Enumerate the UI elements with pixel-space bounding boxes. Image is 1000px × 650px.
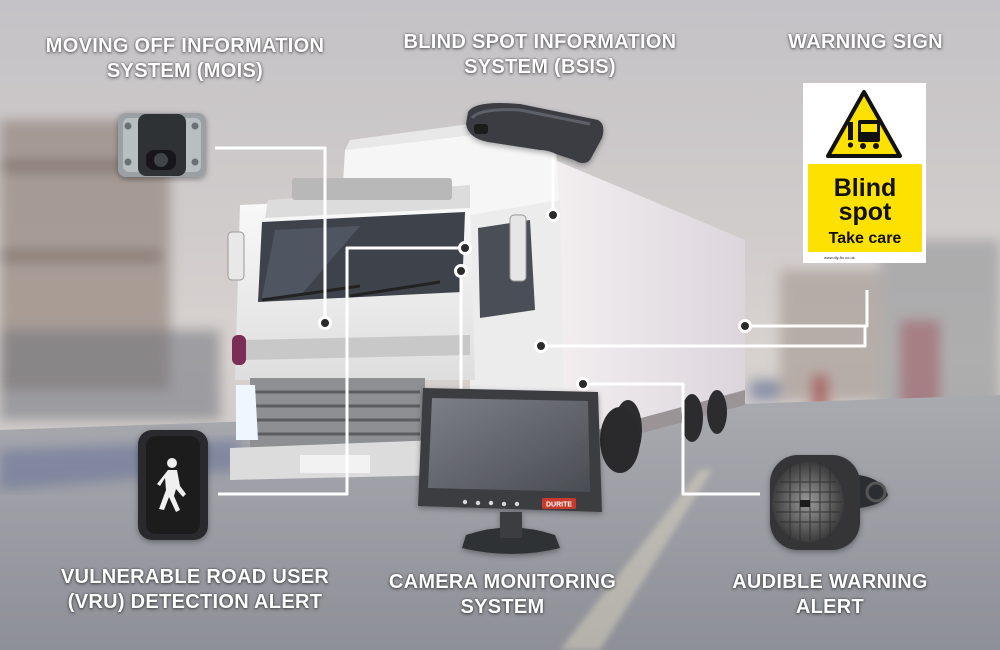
- label-audible-warning: AUDIBLE WARNING ALERT: [720, 570, 940, 620]
- connector-mois: [215, 146, 327, 323]
- label-camera-monitoring: CAMERA MONITORING SYSTEM: [380, 570, 625, 620]
- sign-line1: Blind: [834, 174, 897, 202]
- mois-camera: [118, 113, 206, 177]
- monitor-brand: DURITE: [546, 502, 572, 509]
- connector-audible: [583, 382, 760, 496]
- label-warning-sign-line1: WARNING SIGN: [788, 31, 943, 53]
- trailer: [555, 160, 745, 440]
- label-bsis-line1: BLIND SPOT INFORMATION: [403, 31, 677, 53]
- label-camera-monitoring-line2: SYSTEM: [460, 596, 545, 618]
- warning-sign-yellow-panel: [808, 164, 922, 252]
- bsis-sensor: [466, 103, 604, 163]
- label-bsis: BLIND SPOT INFORMATION SYSTEM (BSIS): [395, 30, 685, 80]
- connector-warning-upper: [745, 290, 869, 328]
- sign-line2: spot: [839, 198, 892, 226]
- connector-vru: [218, 246, 465, 496]
- label-camera-monitoring-line1: CAMERA MONITORING: [388, 571, 617, 593]
- sign-line3: Take care: [829, 230, 902, 247]
- label-audible-warning-line1: AUDIBLE WARNING: [732, 571, 928, 593]
- sign-footer: www.diy-fix.co.uk: [824, 255, 855, 260]
- label-vru: VULNERABLE ROAD USER (VRU) DETECTION ALE…: [40, 565, 350, 615]
- connector-warning-lower: [541, 326, 867, 348]
- connector-dots: [318, 208, 752, 391]
- connector-lines: [215, 146, 869, 496]
- monitor-brand-badge: [542, 498, 576, 509]
- label-vru-line1: VULNERABLE ROAD USER: [60, 566, 330, 588]
- label-mois: MOVING OFF INFORMATION SYSTEM (MOIS): [40, 34, 330, 84]
- camera-monitor: DURITE: [418, 388, 602, 554]
- label-mois-line2: SYSTEM (MOIS): [106, 60, 264, 82]
- label-vru-line2: (VRU) DETECTION ALERT: [67, 591, 323, 613]
- monitor-screen: [428, 398, 590, 492]
- warning-sign: Blind spot Take care www.diy-fix.co.uk: [803, 83, 926, 263]
- audible-alarm: [770, 455, 888, 550]
- label-bsis-line2: SYSTEM (BSIS): [464, 56, 616, 78]
- label-mois-line1: MOVING OFF INFORMATION: [45, 35, 325, 57]
- label-warning-sign: WARNING SIGN: [778, 30, 953, 55]
- pedestrian-icon: [157, 458, 186, 512]
- label-audible-warning-line2: ALERT: [795, 596, 865, 618]
- vru-device: [138, 430, 208, 540]
